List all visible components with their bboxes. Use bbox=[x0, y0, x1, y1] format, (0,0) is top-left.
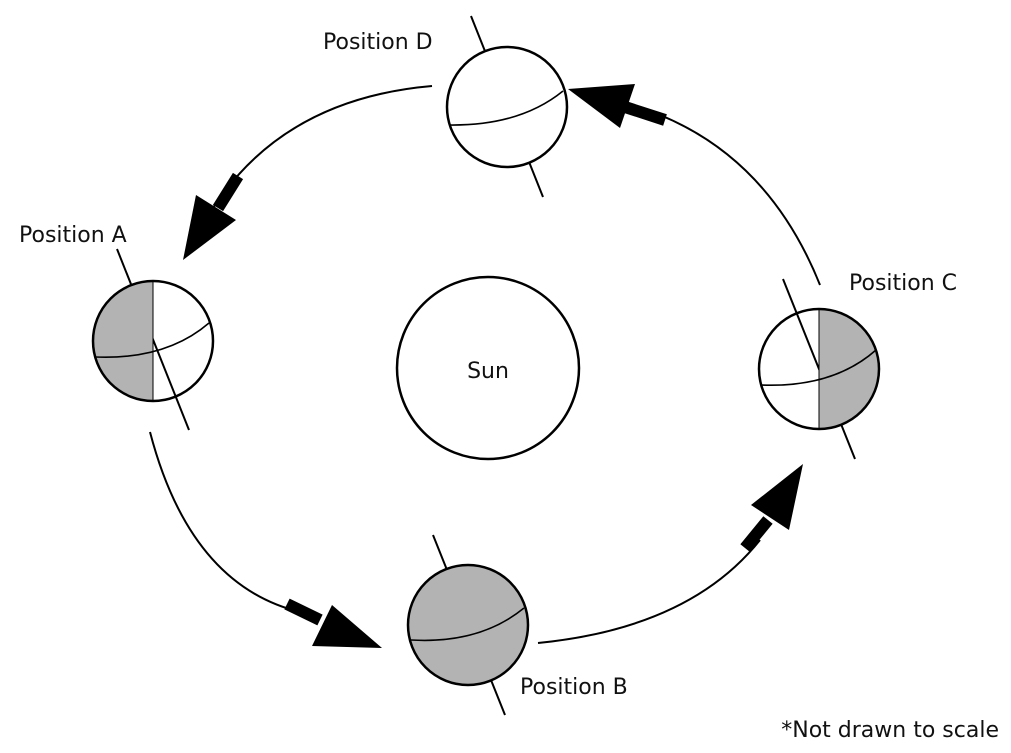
orbit-arrow-a-to-b bbox=[284, 598, 382, 648]
orbit-arc-b-to-c bbox=[537, 539, 761, 644]
orbit-arc-d-to-a bbox=[199, 85, 433, 231]
orbit-arrow-b-to-c bbox=[740, 464, 803, 552]
position-a-label: Position A bbox=[19, 223, 127, 248]
orbit-arrow-d-to-a bbox=[183, 172, 244, 260]
not-to-scale-note: *Not drawn to scale bbox=[781, 718, 999, 743]
orbit-arrow-c-to-d bbox=[568, 84, 667, 128]
position-d-label: Position D bbox=[323, 30, 433, 55]
sun-label: Sun bbox=[467, 359, 509, 384]
equator-line bbox=[448, 90, 564, 126]
equator-line bbox=[94, 322, 210, 359]
night-side-shade bbox=[93, 281, 153, 401]
planet-body bbox=[445, 45, 569, 169]
sun-body bbox=[395, 275, 581, 461]
planet-position-d: Position D bbox=[323, 15, 569, 198]
equator-line bbox=[410, 607, 525, 642]
sun: Sun bbox=[395, 275, 581, 461]
planet-position-a: Position A bbox=[19, 223, 215, 431]
equator-line bbox=[760, 349, 877, 387]
position-c-label: Position C bbox=[849, 271, 957, 296]
orbit-arc-c-to-d bbox=[659, 114, 821, 286]
planet-body bbox=[406, 563, 530, 687]
planet-position-c: Position C bbox=[757, 271, 957, 460]
position-b-label: Position B bbox=[520, 675, 628, 700]
orbit-arc-a-to-b bbox=[149, 431, 301, 613]
planet-position-b: Position B bbox=[406, 534, 628, 716]
